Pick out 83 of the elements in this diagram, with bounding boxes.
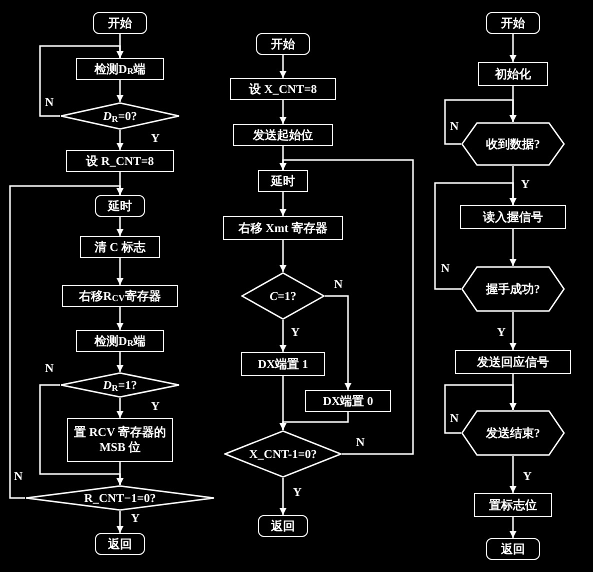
decision-hexagon <box>461 266 565 312</box>
terminal-box: 返回 <box>95 533 145 555</box>
edge-label: N <box>449 120 460 132</box>
arrow <box>510 456 516 493</box>
arrow <box>116 511 124 533</box>
process-box: DX端置 1 <box>241 352 325 376</box>
terminal-box: 开始 <box>486 12 540 34</box>
edge-label: N <box>44 362 55 374</box>
decision-diamond <box>25 485 215 511</box>
arrow <box>116 217 124 236</box>
decision-text: D$_{R}$=1? <box>102 379 137 391</box>
process-box: 检测D$_{R}$端 <box>76 58 164 80</box>
process-box: 设 R_CNT=8 <box>66 150 174 172</box>
edge-label: Y <box>522 470 533 482</box>
process-box: 初始化 <box>478 62 548 86</box>
process-box: 右移R$_{CV}$寄存器 <box>62 285 178 307</box>
decision-text: X_CNT-1=0? <box>249 448 317 460</box>
process-box: 清 C 标志 <box>80 236 160 258</box>
decision-diamond <box>241 272 325 320</box>
decision-diamond <box>60 102 180 130</box>
arrow <box>434 182 516 290</box>
process-box: 检测D$_{R}$端 <box>76 330 164 352</box>
process-box: 延时 <box>258 170 308 192</box>
arrow <box>510 34 516 62</box>
decision-hexagon <box>461 410 565 456</box>
arrow <box>280 192 286 216</box>
process-box: 读入握信号 <box>460 205 566 229</box>
arrow <box>510 312 516 350</box>
decision-hexagon <box>461 122 565 166</box>
edge-label: N <box>13 470 24 482</box>
edge-label: N <box>333 278 344 290</box>
arrow <box>280 412 349 430</box>
edge-label: Y <box>496 326 507 338</box>
edge-label: Y <box>292 486 303 498</box>
arrow <box>325 295 352 390</box>
arrow <box>116 130 124 150</box>
arrow <box>116 398 124 418</box>
edge-label: Y <box>290 326 301 338</box>
arrow <box>280 240 286 272</box>
terminal-box: 开始 <box>256 33 310 55</box>
process-box: 发送回应信号 <box>455 350 571 374</box>
edge-label: Y <box>130 512 141 524</box>
arrow <box>9 185 124 499</box>
decision-text: 握手成功? <box>486 283 540 295</box>
process-box: 右移 Xmt 寄存器 <box>223 216 343 240</box>
process-box: 置标志位 <box>474 493 552 517</box>
arrow <box>510 229 516 266</box>
terminal-box: 返回 <box>258 515 308 537</box>
terminal-box: 延时 <box>95 195 145 217</box>
decision-diamond <box>60 372 180 398</box>
edge-label: N <box>44 96 55 108</box>
decision-text: D$_{R}$=0? <box>102 110 137 122</box>
arrow <box>280 159 414 455</box>
process-box: 发送起始位 <box>233 124 333 146</box>
arrow <box>116 80 124 102</box>
arrow <box>116 352 124 372</box>
arrow <box>444 99 516 145</box>
decision-diamond <box>224 430 342 478</box>
terminal-box: 返回 <box>486 538 540 560</box>
arrow <box>510 517 516 538</box>
arrow <box>280 100 286 124</box>
arrow <box>116 258 124 285</box>
decision-text: C=1? <box>270 290 296 302</box>
decision-text: 发送结束? <box>486 427 540 439</box>
decision-text: 收到数据? <box>486 138 540 150</box>
edge-label: N <box>449 412 460 424</box>
arrow <box>39 45 124 117</box>
process-box: 置 RCV 寄存器的 MSB 位 <box>67 418 173 462</box>
arrow <box>116 462 124 485</box>
decision-text: R_CNT−1=0? <box>84 492 156 504</box>
arrow <box>444 384 516 434</box>
arrow <box>280 320 286 352</box>
terminal-box: 开始 <box>93 12 147 34</box>
edge-label: Y <box>150 132 161 144</box>
process-box: 设 X_CNT=8 <box>230 78 336 100</box>
arrow <box>116 307 124 330</box>
process-box: DX端置 0 <box>305 390 391 412</box>
edge-label: N <box>355 436 366 448</box>
arrow <box>280 478 286 515</box>
edge-label: Y <box>520 178 531 190</box>
arrow <box>280 55 286 78</box>
edge-label: N <box>440 262 451 274</box>
edge-label: Y <box>150 400 161 412</box>
